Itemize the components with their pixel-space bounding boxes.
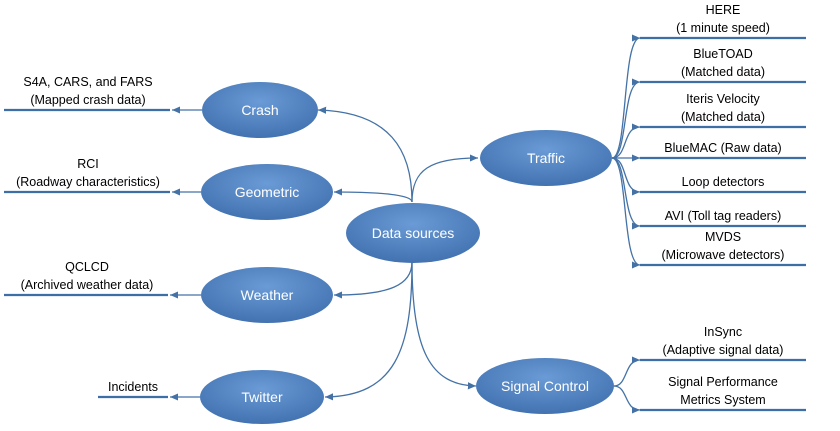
node-signal-control[interactable]: Signal Control — [476, 358, 614, 414]
leaf-iteris-line2: (Matched data) — [681, 110, 765, 124]
connector-to-traffic — [411, 154, 479, 203]
left-leaves: S4A, CARS, and FARS (Mapped crash data) … — [16, 75, 160, 394]
connector-to-geometric — [333, 188, 413, 203]
leaf-weather-line1: QCLCD — [65, 260, 109, 274]
signal-leaves: InSync (Adaptive signal data) Signal Per… — [663, 325, 784, 407]
connector-to-crash — [317, 106, 413, 203]
leaf-bluetoad-line2: (Matched data) — [681, 65, 765, 79]
leaf-spm-line1: Signal Performance — [668, 375, 778, 389]
leaf-bluemac-line1: BlueMAC (Raw data) — [664, 141, 781, 155]
node-twitter[interactable]: Twitter — [200, 370, 324, 424]
leaf-avi-line1: AVI (Toll tag readers) — [665, 209, 781, 223]
center-connectors — [317, 106, 479, 401]
node-geometric[interactable]: Geometric — [201, 164, 333, 220]
node-center-label: Data sources — [372, 225, 454, 241]
leaf-here-line1: HERE — [706, 3, 741, 17]
leaf-mvds-line2: (Microwave detectors) — [662, 248, 785, 262]
leaf-mvds-line1: MVDS — [705, 230, 741, 244]
leaf-insync-line1: InSync — [704, 325, 742, 339]
leaf-crash-line2: (Mapped crash data) — [30, 93, 145, 107]
traffic-leaf-connectors — [611, 34, 641, 269]
node-twitter-label: Twitter — [241, 389, 283, 405]
connector-signal-spm — [613, 385, 641, 414]
node-traffic[interactable]: Traffic — [480, 130, 612, 186]
node-signal-label: Signal Control — [501, 378, 589, 394]
node-weather[interactable]: Weather — [201, 267, 333, 323]
connector-traffic-iteris — [611, 123, 641, 159]
leaf-twitter-line1: Incidents — [108, 380, 158, 394]
connector-signal-insync — [613, 356, 641, 387]
node-crash[interactable]: Crash — [202, 82, 318, 138]
leaf-spm-line2: Metrics System — [680, 393, 765, 407]
node-traffic-label: Traffic — [527, 150, 565, 166]
left-leaf-connectors — [170, 106, 202, 401]
leaf-underlines — [4, 36, 806, 412]
connector-traffic-mvds — [611, 157, 641, 269]
connector-traffic-loop — [611, 157, 641, 196]
leaf-here-line2: (1 minute speed) — [676, 21, 770, 35]
leaf-loop-line1: Loop detectors — [682, 175, 765, 189]
leaf-geometric-line2: (Roadway characteristics) — [16, 175, 160, 189]
connector-traffic-here — [611, 34, 641, 159]
node-crash-label: Crash — [241, 102, 278, 118]
leaf-iteris-line1: Iteris Velocity — [686, 92, 760, 106]
connector-to-twitter — [324, 261, 413, 401]
leaf-bluetoad-line1: BlueTOAD — [693, 47, 753, 61]
leaf-insync-line2: (Adaptive signal data) — [663, 343, 784, 357]
leaf-weather-line2: (Archived weather data) — [21, 278, 154, 292]
connector-to-signal — [411, 261, 477, 390]
connector-traffic-bluetoad — [611, 78, 641, 159]
connector-to-weather — [333, 261, 413, 299]
leaf-crash-line1: S4A, CARS, and FARS — [23, 75, 152, 89]
signal-leaf-connectors — [613, 356, 641, 414]
leaf-geometric-line1: RCI — [77, 157, 99, 171]
node-geometric-label: Geometric — [235, 184, 300, 200]
node-weather-label: Weather — [241, 287, 294, 303]
node-center[interactable]: Data sources — [346, 203, 480, 263]
traffic-leaves: HERE (1 minute speed) BlueTOAD (Matched … — [662, 3, 785, 262]
